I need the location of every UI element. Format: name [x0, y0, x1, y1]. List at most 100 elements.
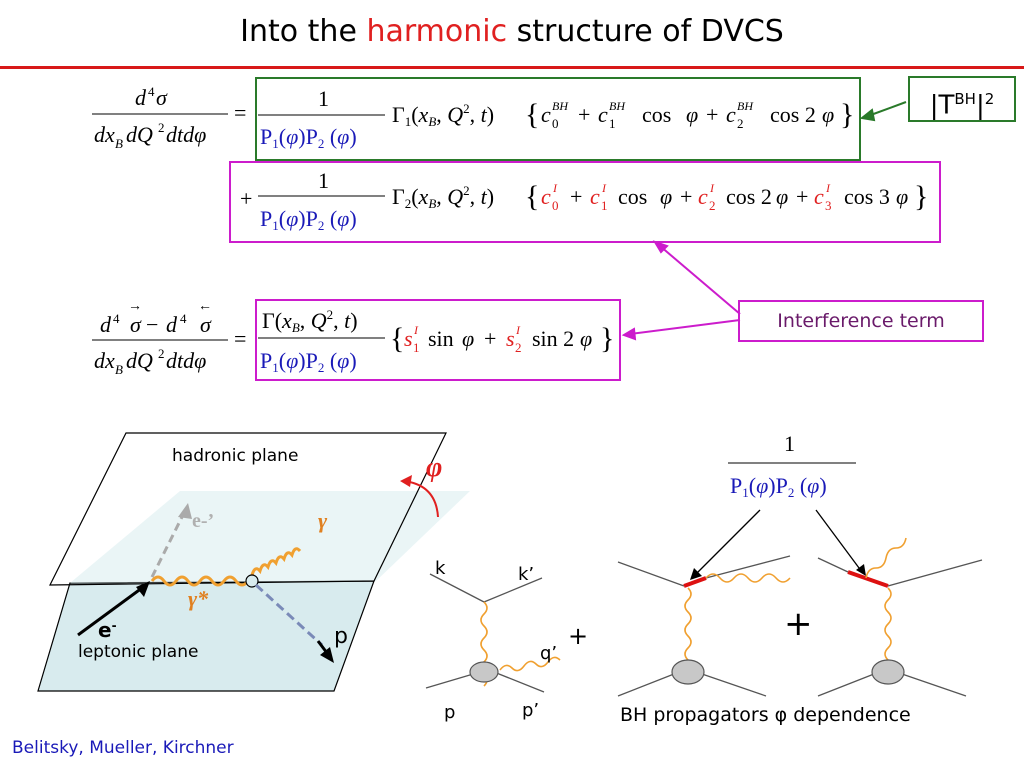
svg-text:I: I — [552, 181, 558, 195]
svg-text:dtdφ: dtdφ — [166, 348, 206, 373]
plus-sign-large: + — [784, 604, 813, 644]
svg-text:+: + — [578, 102, 590, 127]
svg-text:→: → — [128, 299, 142, 314]
proton-label: p — [334, 624, 348, 649]
svg-text:+: + — [570, 184, 582, 209]
svg-text:{: { — [525, 98, 539, 131]
svg-text:B: B — [115, 136, 123, 151]
svg-text:{: { — [390, 322, 404, 355]
q-prime-label: q’ — [540, 643, 558, 664]
svg-text:c: c — [814, 184, 824, 209]
svg-text:σ: σ — [200, 312, 212, 337]
svg-text:←: ← — [198, 299, 212, 314]
svg-text:s: s — [404, 326, 413, 351]
svg-text:+: + — [680, 184, 692, 209]
k-prime-label: k’ — [518, 564, 535, 585]
gamma-star-label: γ* — [188, 586, 209, 611]
hadronic-plane-fill — [70, 491, 470, 583]
arrow-icon — [400, 475, 412, 487]
svg-text:c: c — [698, 184, 708, 209]
gamma-label: γ — [318, 508, 328, 533]
wavy-photon-icon — [150, 575, 250, 587]
svg-text:I: I — [825, 181, 831, 195]
svg-text:I: I — [709, 181, 715, 195]
svg-text:c: c — [541, 184, 551, 209]
svg-text:dQ: dQ — [126, 348, 153, 373]
arrow-icon — [621, 240, 741, 341]
svg-text:2: 2 — [709, 198, 716, 213]
propagator-line — [683, 576, 707, 588]
leptonic-plane-label: leptonic plane — [78, 642, 199, 662]
svg-text:3: 3 — [825, 198, 832, 213]
wavy-photon-icon — [705, 573, 791, 583]
svg-text:{: { — [525, 180, 539, 213]
svg-text:+: + — [796, 184, 808, 209]
svg-text:1: 1 — [601, 198, 608, 213]
k-label: k — [435, 558, 446, 579]
bh-diagrams — [617, 509, 983, 697]
svg-text:dx: dx — [94, 348, 115, 373]
arrow-icon — [136, 581, 150, 597]
svg-text:φ: φ — [686, 102, 698, 127]
svg-text:P1(φ)P2 (φ): P1(φ)P2 (φ) — [730, 473, 827, 500]
svg-text:I: I — [515, 323, 521, 337]
svg-text:P1(φ)P2 (φ): P1(φ)P2 (φ) — [260, 124, 357, 151]
wavy-photon-icon — [499, 656, 561, 672]
plane-diagram — [37, 432, 470, 692]
arrow-icon — [178, 503, 192, 519]
wavy-photon-icon — [250, 547, 302, 576]
vertex-blob-icon — [871, 659, 905, 685]
svg-text:d: d — [135, 85, 147, 110]
svg-text:1: 1 — [413, 340, 420, 355]
svg-text:2: 2 — [515, 340, 522, 355]
svg-text:cos 3: cos 3 — [844, 184, 890, 209]
svg-text:φ: φ — [896, 184, 908, 209]
svg-text:φ: φ — [776, 184, 788, 209]
svg-text:4: 4 — [113, 311, 120, 326]
svg-text:φ: φ — [660, 184, 672, 209]
arrow-icon — [856, 564, 866, 576]
page-title: Into the harmonic structure of DVCS — [240, 14, 784, 49]
bh-propagator-fraction: 1 P1(φ)P2 (φ) — [728, 431, 856, 500]
svg-text:1: 1 — [784, 431, 795, 456]
svg-text:0: 0 — [552, 116, 559, 131]
svg-text:Γ(xB, Q2, t): Γ(xB, Q2, t) — [262, 307, 358, 335]
svg-text:+: + — [706, 102, 718, 127]
svg-text:}: } — [600, 322, 614, 355]
svg-text:c: c — [590, 184, 600, 209]
title-rule — [0, 66, 1024, 69]
plus-sign: + — [568, 622, 589, 650]
svg-text:sin 2: sin 2 — [532, 326, 574, 351]
svg-text:+: + — [484, 326, 496, 351]
svg-text:φ: φ — [462, 326, 474, 351]
svg-text:4: 4 — [148, 84, 155, 99]
bh-term-box — [255, 77, 861, 161]
svg-text:Γ1(xB, Q2, t): Γ1(xB, Q2, t) — [392, 101, 494, 129]
svg-text:dx: dx — [94, 122, 115, 147]
credit-text: Belitsky, Mueller, Kirchner — [12, 738, 234, 758]
svg-text:BH: BH — [552, 99, 569, 113]
svg-text:0: 0 — [552, 198, 559, 213]
wavy-photon-icon — [865, 537, 907, 579]
svg-text:P1(φ)P2 (φ): P1(φ)P2 (φ) — [260, 206, 357, 233]
svg-text:=: = — [234, 100, 246, 125]
arrow-icon — [320, 647, 334, 663]
svg-text:d: d — [166, 312, 178, 337]
svg-text:BH: BH — [609, 99, 626, 113]
svg-text:cos: cos — [618, 184, 647, 209]
vertex-blob-icon — [469, 661, 499, 683]
electron-line — [77, 583, 147, 637]
electron-label: e- — [98, 618, 117, 642]
hadronic-plane-label: hadronic plane — [172, 446, 299, 466]
svg-text:sin: sin — [428, 326, 454, 351]
phi-angle-label: φ — [426, 452, 443, 483]
svg-text:cos: cos — [642, 102, 671, 127]
svg-text:+: + — [240, 186, 252, 211]
svg-text:1: 1 — [318, 168, 329, 193]
interference-term-box — [229, 161, 941, 243]
svg-text:=: = — [234, 326, 246, 351]
svg-text:P1(φ)P2 (φ): P1(φ)P2 (φ) — [260, 348, 357, 375]
